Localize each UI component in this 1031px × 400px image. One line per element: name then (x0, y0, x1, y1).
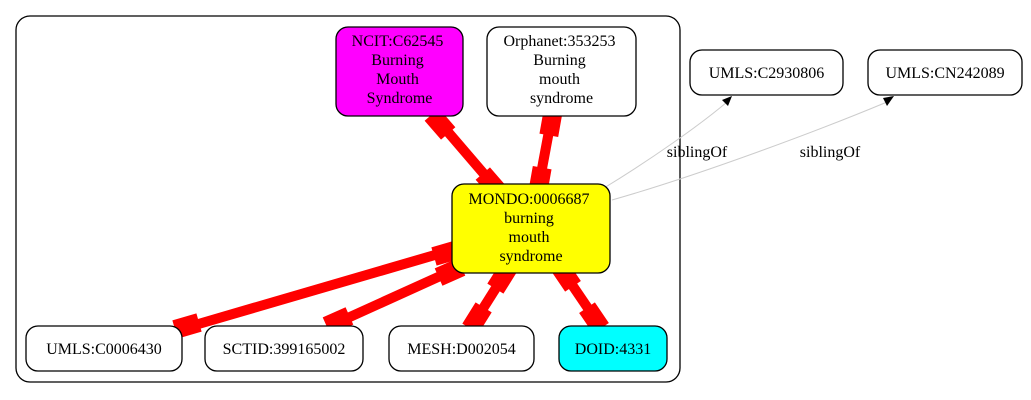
node-ncit[interactable]: NCIT:C62545 Burning Mouth Syndrome (335, 26, 464, 117)
node-orphanet[interactable]: Orphanet:353253 Burning mouth syndrome (486, 26, 637, 117)
node-umls-cn242089[interactable]: UMLS:CN242089 (867, 49, 1023, 96)
sibling-edges (603, 96, 894, 201)
node-sctid[interactable]: SCTID:399165002 (204, 325, 364, 372)
node-ncit-line-4: Syndrome (367, 90, 433, 107)
node-orphanet-line-4: syndrome (530, 90, 593, 107)
node-umls-c2930806-label: UMLS:C2930806 (709, 65, 825, 82)
node-mesh[interactable]: MESH:D002054 (388, 325, 535, 372)
edge-mondo-umls-c0006430 (176, 245, 454, 335)
sibling-arrowhead-2 (883, 96, 894, 106)
node-orphanet-line-3: mouth (539, 71, 580, 88)
node-mondo-line-4: syndrome (499, 248, 562, 265)
node-ncit-line-2: Burning (371, 52, 423, 69)
svg-text:NCIT:C62545 Burning: NCIT:C62545 Burning Mouth Syndrome (352, 33, 448, 107)
svg-text:Orphanet:353253 Burning: Orphanet:353253 Burning mouth syndrome (504, 33, 620, 107)
node-umls-cn242089-label: UMLS:CN242089 (885, 65, 1004, 82)
node-ncit-line-3: Mouth (376, 71, 419, 88)
node-mondo-line-1: MONDO:0006687 (469, 191, 590, 208)
node-umls-c0006430-label: UMLS:C0006430 (46, 341, 162, 358)
edge-label-sibling-2: siblingOf (800, 144, 861, 161)
sibling-arrowhead-1 (722, 96, 732, 106)
node-mondo-line-2: burning (504, 210, 554, 227)
edge-mondo-sctid (327, 263, 461, 331)
node-umls-c2930806[interactable]: UMLS:C2930806 (689, 49, 844, 96)
node-sctid-label: SCTID:399165002 (223, 341, 346, 358)
node-doid-label: DOID:4331 (575, 341, 651, 358)
node-umls-c0006430[interactable]: UMLS:C0006430 (25, 325, 183, 372)
cluster-box (15, 15, 681, 383)
sibling-edge-1 (603, 101, 728, 189)
node-mesh-label: MESH:D002054 (407, 341, 515, 358)
node-doid[interactable]: DOID:4331 (558, 325, 668, 372)
node-orphanet-line-1: Orphanet:353253 (504, 33, 616, 50)
node-orphanet-line-2: Burning (533, 52, 585, 69)
node-ncit-line-1: NCIT:C62545 (352, 33, 444, 50)
node-mondo[interactable]: MONDO:0006687 burning mouth syndrome (451, 183, 611, 274)
svg-text:MONDO:0006687 burning: MONDO:0006687 burning mouth syndrome (469, 191, 594, 265)
edge-label-sibling-1: siblingOf (667, 144, 728, 161)
node-mondo-line-3: mouth (509, 229, 550, 246)
sibling-edge-2 (611, 101, 888, 201)
